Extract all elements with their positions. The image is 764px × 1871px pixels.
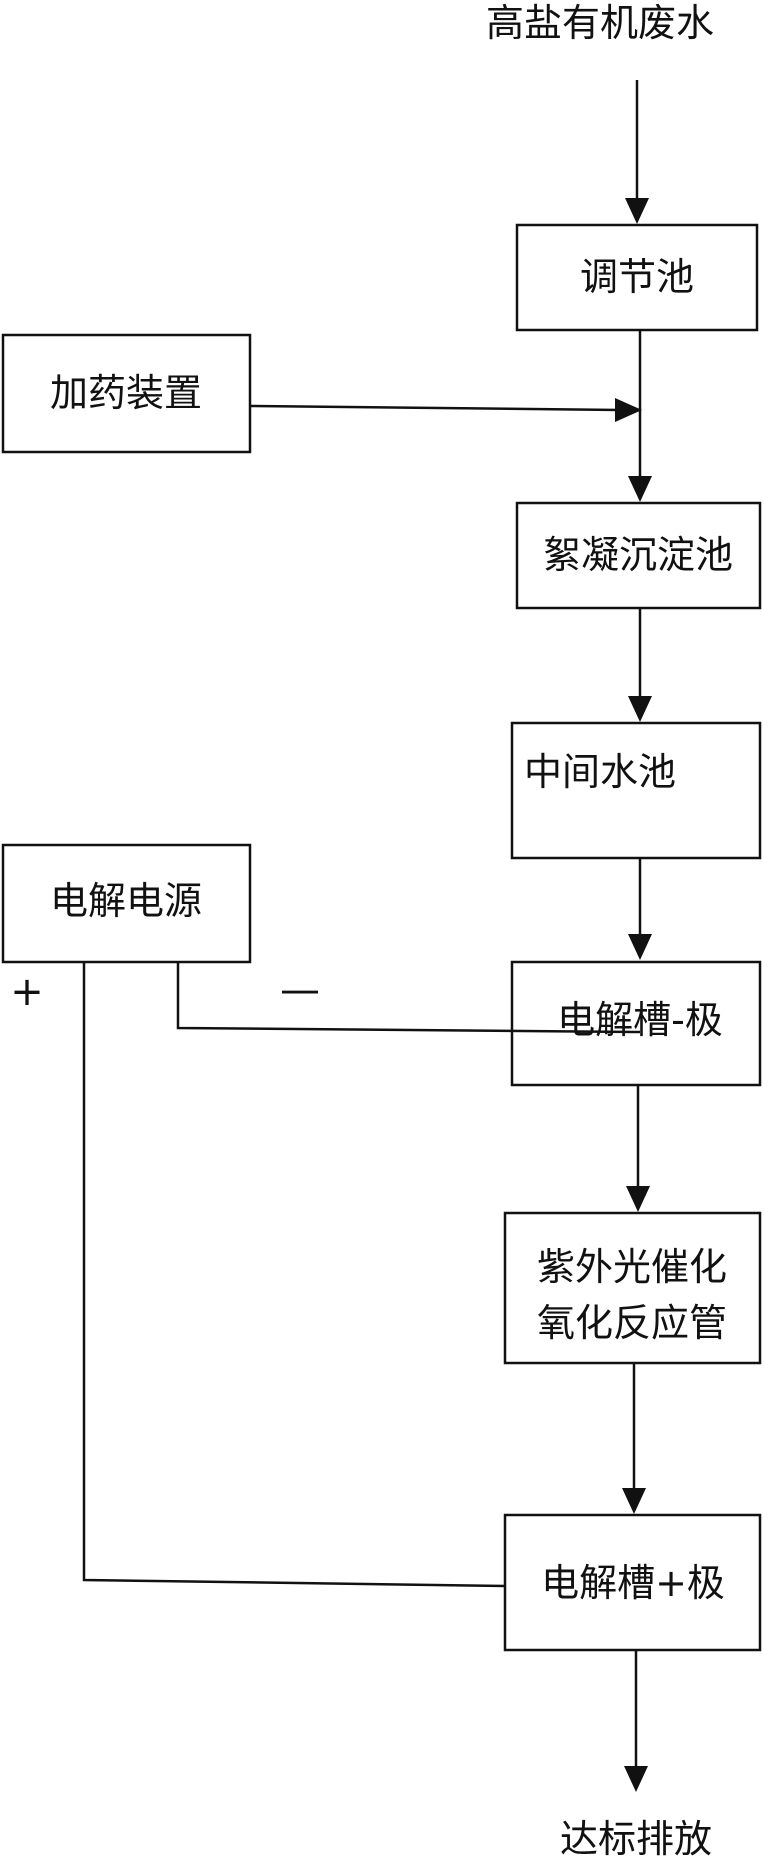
uv-reactor-box <box>503 1211 762 1365</box>
regulating-tank-label: 调节池 <box>580 255 694 299</box>
intermediate-tank-box <box>510 721 762 860</box>
flocculation-tank-box <box>515 501 762 610</box>
intermediate-tank-label: 中间水池 <box>524 750 676 794</box>
power-supply-box <box>1 843 252 964</box>
arrowhead-regulating <box>625 198 649 224</box>
power-supply-label: 电解电源 <box>50 879 202 923</box>
arrowhead-uv <box>626 1186 650 1212</box>
uv-reactor-label-line2: 氧化反应管 <box>537 1301 727 1345</box>
arrowhead-dosing <box>615 398 642 422</box>
arrowhead-cathode <box>628 934 652 960</box>
flocculation-tank-label: 絮凝沉淀池 <box>543 533 733 577</box>
arrowhead-flocculation <box>628 476 652 502</box>
cathode-cell-label: 电解槽-极 <box>557 998 723 1042</box>
dosing-feed-line <box>249 404 621 412</box>
anode-cell-box <box>503 1513 762 1652</box>
output-label: 达标排放 <box>560 1817 712 1861</box>
cathode-cell-box <box>510 960 762 1087</box>
input-label: 高盐有机废水 <box>486 1 714 45</box>
dosing-device-box <box>1 333 252 454</box>
positive-wire <box>82 962 506 1588</box>
uv-reactor-label-line1: 紫外光催化 <box>537 1245 727 1289</box>
arrowhead-intermediate <box>628 696 652 722</box>
positive-sign: + <box>10 969 44 1015</box>
arrowhead-anode <box>622 1488 646 1514</box>
anode-cell-label: 电解槽+极 <box>541 1561 725 1605</box>
negative-sign: — <box>280 967 320 1013</box>
dosing-device-label: 加药装置 <box>50 371 202 415</box>
negative-wire <box>176 962 641 1034</box>
arrowhead-discharge <box>624 1766 648 1792</box>
regulating-tank-box <box>515 223 759 332</box>
